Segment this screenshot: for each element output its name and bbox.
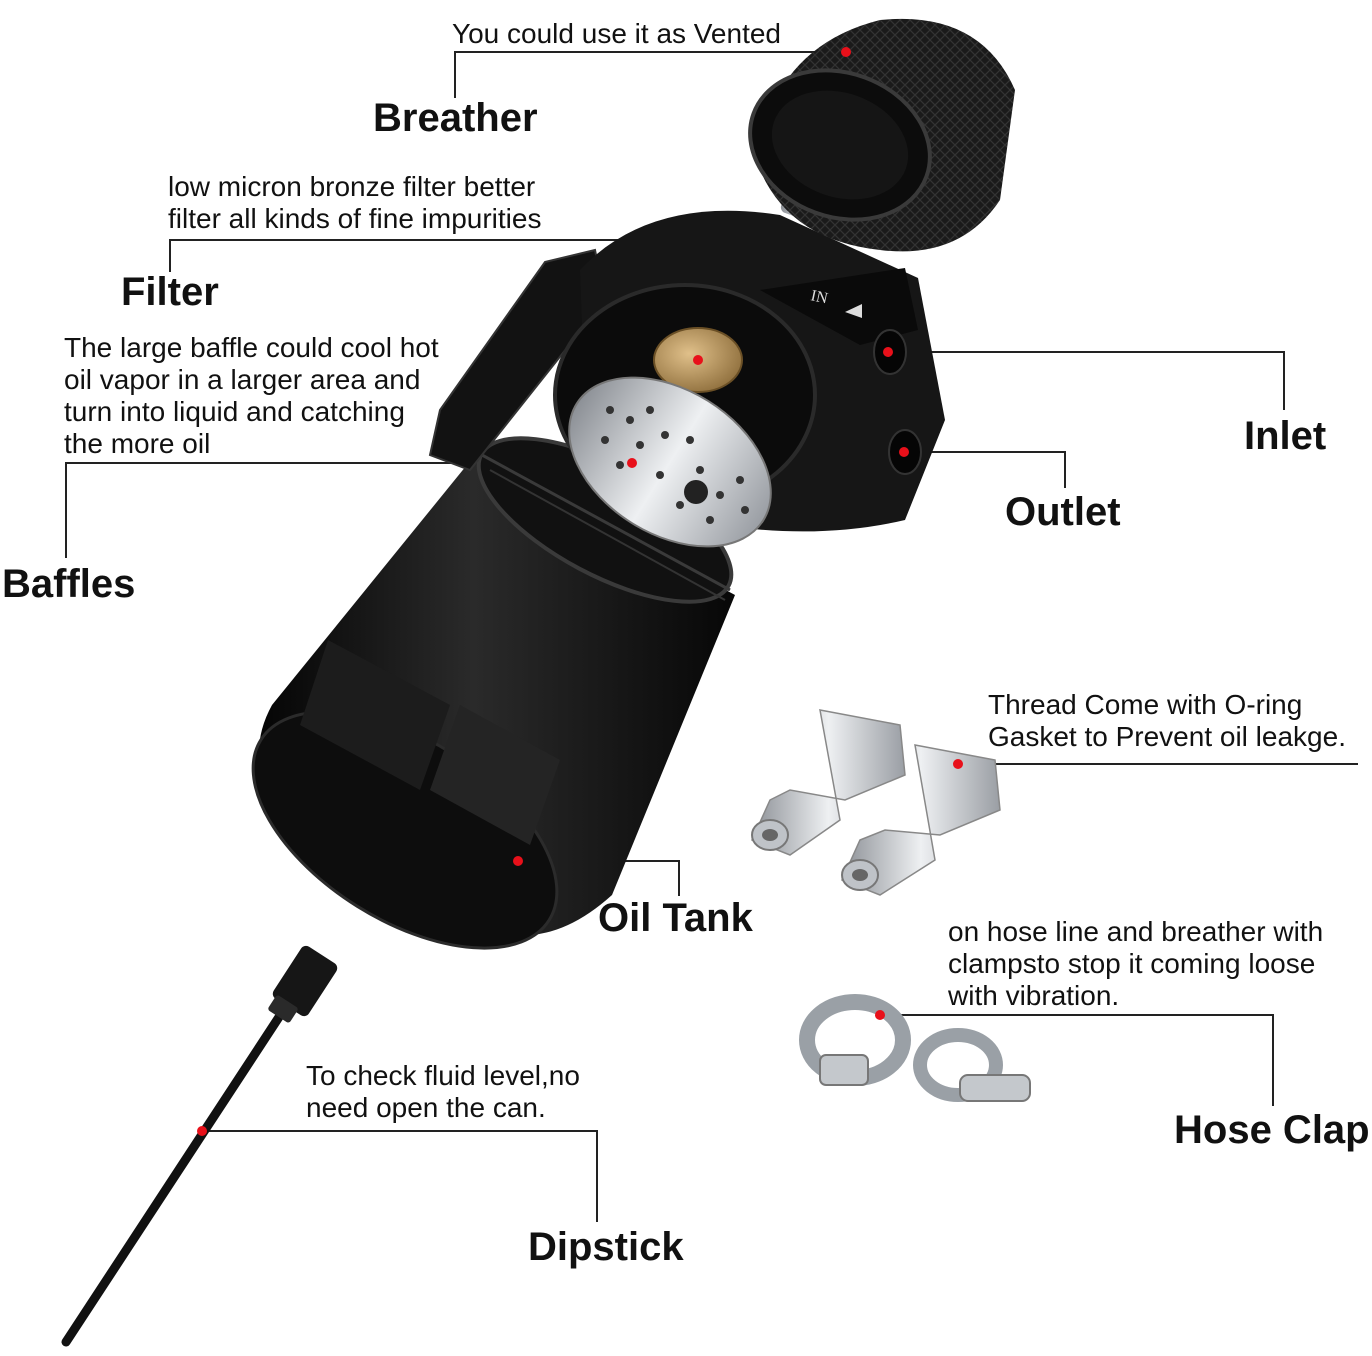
- fittings-marker: [953, 759, 963, 769]
- marker-dots: [197, 47, 963, 1136]
- hose-clamps-part: [799, 994, 1031, 1102]
- outlet-leader: [904, 451, 1066, 488]
- breather-label: Breather: [373, 96, 538, 140]
- filter-description: low micron bronze filter better filter a…: [168, 171, 542, 234]
- hose-clamp-description: on hose line and breather with clampsto …: [948, 916, 1324, 1011]
- hose-clamp-marker: [875, 1010, 885, 1020]
- hose-clamp-leader: [880, 1014, 1274, 1106]
- dipstick-marker: [197, 1126, 207, 1136]
- breather-marker: [841, 47, 851, 57]
- breather-leader: [454, 51, 846, 98]
- leader-lines: [65, 51, 1358, 1222]
- filter-leader: [169, 239, 698, 272]
- inlet-leader: [888, 351, 1285, 410]
- oil-tank-marker: [513, 856, 523, 866]
- oil-tank-part: [251, 436, 735, 950]
- dipstick-part: [61, 945, 338, 1347]
- filter-label: Filter: [121, 270, 219, 314]
- inlet-marking: IN: [809, 287, 829, 307]
- baffles-leader: [65, 462, 632, 558]
- baffles-marker: [627, 458, 637, 468]
- breather-part: [748, 18, 1015, 252]
- baffle-plate-part: [568, 376, 772, 548]
- dipstick-description: To check fluid level,no need open the ca…: [306, 1060, 580, 1123]
- inlet-label: Inlet: [1244, 414, 1327, 458]
- outlet-label: Outlet: [1005, 490, 1121, 534]
- fittings-part: [750, 709, 1001, 896]
- inlet-marker: [883, 347, 893, 357]
- outlet-marker: [899, 447, 909, 457]
- dipstick-leader: [202, 1130, 598, 1222]
- oil-tank-label: Oil Tank: [598, 896, 753, 940]
- hose-clamp-label: Hose Clap: [1174, 1108, 1370, 1152]
- dipstick-label: Dipstick: [528, 1225, 684, 1269]
- fittings-description: Thread Come with O-ring Gasket to Preven…: [988, 689, 1346, 752]
- baffles-description: The large baffle could cool hot oil vapo…: [64, 332, 439, 459]
- breather-description: You could use it as Vented: [452, 18, 781, 49]
- baffles-label: Baffles: [2, 562, 136, 606]
- filter-marker: [693, 355, 703, 365]
